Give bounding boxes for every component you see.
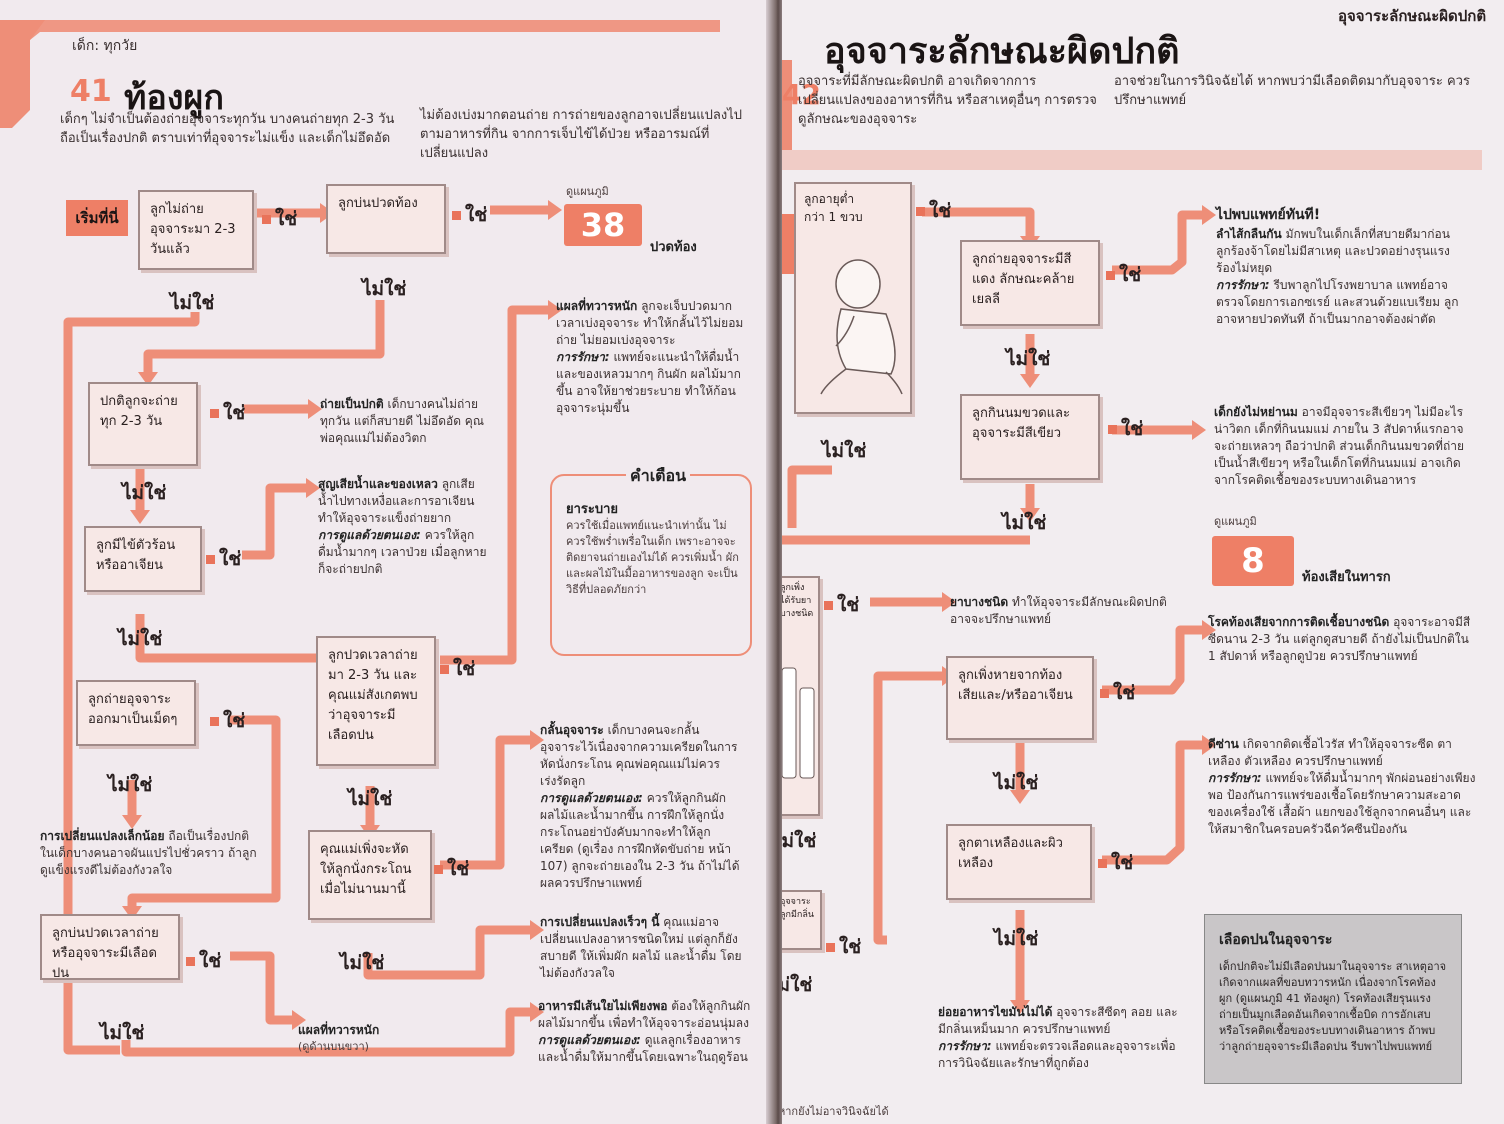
question-box-q2: ลูกบ่นปวดท้อง (326, 184, 446, 254)
no-label: ไม่ใช่ (170, 292, 215, 314)
yes-label: ใช่ (434, 854, 469, 884)
no-label: ไม่ใช่ (822, 440, 867, 462)
result-fat-malabsorption: ย่อยอาหารไขมันไม่ได้ อุจจาระสีซีดๆ ลอย แ… (938, 1005, 1178, 1070)
question-box-q5: ลูกปวดเวลาถ่ายมา 2-3 วัน และคุณแม่สังเกต… (316, 636, 436, 766)
no-label: ไม่ใช่ (994, 772, 1039, 794)
question-box-q3: ลูกกินนมขวดและอุจจาระมีสีเขียว (960, 394, 1100, 480)
result-jaundice: ดีซ่าน เกิดจากติดเชื้อไวรัส ทำให้อุจจาระ… (1208, 737, 1476, 836)
left-flow-arrows (63, 200, 562, 1057)
question-box-q7: อุจจาระลูกมีกลิ่น (782, 890, 822, 950)
result-low-fiber: อาหารมีเส้นใยไม่เพียงพอ ต้องให้ลูกกินผัก… (538, 999, 751, 1064)
left-header-band (0, 20, 720, 128)
question-box-q1: ลูกอายุต่ำกว่า 1 ขวบ (794, 182, 912, 414)
result-small-change: การเปลี่ยนแปลงเล็กน้อย ถือเป็นเรื่องปกติ… (40, 829, 257, 877)
page-title: อุจจาระลักษณะผิดปกติ (824, 31, 1180, 72)
no-label: ไม่ใช่ (362, 278, 407, 300)
topic-number: 42 (782, 78, 821, 111)
right-flow-arrows (782, 205, 1216, 1014)
yes-label: ใช่ (210, 398, 245, 428)
left-page: เด็ก: ทุกวัย 41 ท้องผูก เด็กๆ ไม่จำเป็นต… (0, 0, 772, 1124)
intro-col-1: อุจจาระที่มีลักษณะผิดปกติ อาจเกิดจากการเ… (798, 74, 1097, 127)
no-label: ไม่ใช่ (108, 774, 153, 796)
baby-illustration (820, 259, 903, 395)
no-label: ไม่ใช่ (1002, 512, 1047, 534)
yes-label: ใช่ (824, 590, 859, 620)
running-head: เด็ก: ทุกวัย (72, 38, 138, 54)
result-infection-diarrhea: โรคท้องเสียจากการติดเชื้อบางชนิด อุจจาระ… (1208, 615, 1471, 663)
result-intussusception: ไปพบแพทย์ทันที! ลำไส้กลืนกัน มักพบในเด็ก… (1216, 207, 1459, 326)
question-box-q4: ลูกมีไข้ตัวร้อนหรืออาเจียน (84, 526, 202, 592)
question-box-q6: ลูกตาเหลืองและผิวเหลือง (946, 824, 1092, 900)
no-label: ไม่ใช่ (348, 788, 393, 810)
yes-label: ใช่ (452, 200, 487, 230)
medicine-bottles-illustration (782, 667, 815, 779)
yes-label: ใช่ (826, 932, 861, 962)
result-normal: ถ่ายเป็นปกติ เด็กบางคนไม่ถ่ายทุกวัน แต่ก… (320, 397, 484, 445)
sidebar-blood-in-stool: เลือดปนในอุจจาระ เด็กปกติจะไม่มีเลือดปนม… (1204, 914, 1462, 1084)
topic-number: 41 (70, 74, 112, 109)
page-title: ท้องผูก (124, 78, 224, 118)
question-box-q7: คุณแม่เพิ่งจะหัดให้ลูกนั่งกระโถนเมื่อไม่… (308, 830, 432, 920)
yes-label: ใช่ (210, 706, 245, 736)
yes-label: ใช่ (440, 654, 475, 684)
result-withholding: กลั้นอุจจาระ เด็กบางคนจะกลั้นอุจจาระไว้เ… (540, 723, 740, 890)
question-box-q8: ลูกบ่นปวดเวลาถ่ายหรืออุจจาระมีเลือดปน (40, 914, 180, 981)
no-label: ไม่ใช่ (100, 1022, 145, 1044)
warning-box: คำเตือน ยาระบาย ควรใช้เมื่อแพทย์แนะนำเท่… (550, 464, 752, 656)
question-box-q5: ลูกเพิ่งหายจากท้องเสียและ/หรืออาเจียน (946, 656, 1094, 740)
yes-label: ใช่ (1100, 678, 1135, 708)
start-here-tab: เริ่มที่นี่ (66, 200, 128, 236)
result-undiagnosed: หากยังไม่อาจวินิจฉัยได้ (782, 1105, 889, 1118)
intro-col-2: ไม่ต้องเบ่งมากตอนถ่าย การถ่ายของลูกอาจเป… (420, 108, 742, 161)
result-not-weaned: เด็กยังไม่หย่านม อาจมีอุจจาระสีเขียวๆ ไม… (1214, 405, 1465, 487)
result-fissure-see-above: แผลที่ทวารหนัก(ดูด้านบนขวา) (298, 1023, 380, 1053)
result-some-medicines: ยาบางชนิด ทำให้อุจจาระมีลักษณะผิดปกติ อา… (950, 595, 1167, 626)
result-fluid-loss: สูญเสียน้ำและของเหลว ลูกเสียน้ำไปทางเหงื… (318, 477, 487, 576)
yes-label: ใช่ (916, 196, 951, 226)
yes-label: ใช่ (1108, 414, 1143, 444)
question-box-q1: ลูกไม่ถ่ายอุจจาระมา 2-3 วันแล้ว (138, 190, 254, 270)
no-label: ไม่ใช่ (122, 482, 167, 504)
result-anal-fissure: แผลที่ทวารหนัก ลูกจะเจ็บปวดมากเวลาเบ่งอุ… (556, 299, 744, 415)
no-label: ไม่ใช่ (994, 928, 1039, 950)
start-here-tab (782, 214, 794, 274)
yes-label: ใช่ (1098, 848, 1133, 878)
yes-label: ใช่ (206, 544, 241, 574)
see-chart-label: ดูแผนภูมิ (566, 185, 609, 198)
question-box-q4: ลูกเพิ่งได้รับยาบางชนิด (782, 576, 820, 816)
no-label: ไม่ใช่ (118, 628, 163, 650)
question-box-q3: ปกติลูกจะถ่ายทุก 2-3 วัน (88, 382, 198, 466)
yes-label: ใช่ (1106, 260, 1141, 290)
question-box-q2: ลูกถ่ายอุจจาระมีสีแดง ลักษณะคล้ายเยลลี (960, 240, 1100, 326)
question-box-q6: ลูกถ่ายอุจจาระออกมาเป็นเม็ดๆ (76, 680, 196, 746)
no-label: ไม่ใช่ (782, 830, 817, 852)
running-head: อุจจาระลักษณะผิดปกติ (1338, 7, 1487, 25)
right-header-band (782, 60, 1482, 170)
intro-col-2: อาจช่วยในการวินิจฉัยได้ หากพบว่ามีเลือดต… (1114, 74, 1470, 108)
right-page: อุจจาระลักษณะผิดปกติ 42 อุจจาระลักษณะผิด… (782, 0, 1504, 1124)
no-label: ไม่ใช่ (1006, 348, 1051, 370)
chart-ref-38[interactable]: 38 (564, 204, 642, 246)
chart-ref-38-label: ปวดท้อง (650, 240, 697, 255)
result-recent-change: การเปลี่ยนแปลงเร็วๆ นี้ คุณแม่อาจเปลี่ยน… (540, 915, 742, 980)
see-chart-label: ดูแผนภูมิ (1214, 515, 1257, 528)
no-label: ไม่ใช่ (340, 952, 385, 974)
yes-label: ใช่ (186, 946, 221, 976)
no-label: ไม่ใช่ (782, 974, 813, 996)
chart-ref-8-label: ท้องเสียในทารก (1302, 570, 1391, 585)
yes-label: ใช่ (262, 204, 297, 234)
intro-col-1: เด็กๆ ไม่จำเป็นต้องถ่ายอุจจาระทุกวัน บาง… (60, 112, 395, 146)
chart-ref-8[interactable]: 8 (1212, 536, 1294, 586)
